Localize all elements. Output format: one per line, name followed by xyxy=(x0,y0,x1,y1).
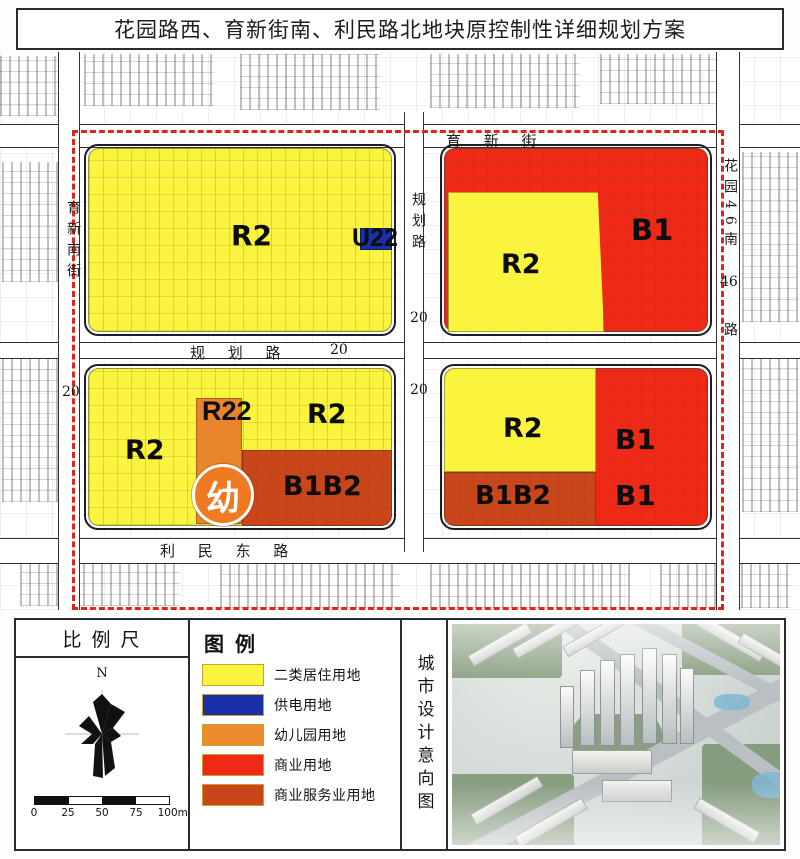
legend-label-u22: 供电用地 xyxy=(274,698,332,714)
road-guihua-mid xyxy=(0,342,800,359)
map-canvas[interactable]: R2 U22 B1 R2 R2 R2 R22 B1B2 幼 xyxy=(0,52,800,610)
render-image-panel[interactable] xyxy=(446,620,784,849)
parcel-label-sw-r2: R2 xyxy=(125,435,165,466)
parcel-label-nw-u22: U22 xyxy=(352,224,398,252)
legend-item-u22[interactable]: 供电用地 xyxy=(202,694,376,716)
legend-swatch-r2 xyxy=(202,664,264,686)
parcel-label-sw-r2b: R2 xyxy=(307,399,347,430)
page-title-bar: 花园路西、育新街南、利民路北地块原控制性详细规划方案 xyxy=(16,8,784,50)
street-label-huayuan-46-road: 路 xyxy=(722,322,738,343)
parcel-label-se-b1a: B1 xyxy=(615,423,656,456)
road-huayuan-46-south xyxy=(716,52,740,610)
context-buildings-w2 xyxy=(2,352,60,502)
scale-tick-100: 100m xyxy=(157,807,188,819)
parcel-label-se-b1b: B1 xyxy=(615,479,656,512)
legend-swatch-commercial-service xyxy=(202,784,264,806)
bottom-panel-group: 比 例 尺 N xyxy=(14,618,786,851)
legend-swatch-commercial xyxy=(202,754,264,776)
road-yuxin-street xyxy=(0,124,800,148)
render-caption-panel: 城市设计意向图 xyxy=(400,620,446,849)
street-label-guihua-vertical: 规划路 xyxy=(410,192,426,255)
scale-tick-50: 50 xyxy=(95,807,109,819)
width-mark-2: 20 xyxy=(410,382,428,398)
context-buildings-n1 xyxy=(84,54,214,106)
context-buildings-s3 xyxy=(430,564,630,608)
context-buildings-n3 xyxy=(430,54,580,108)
scale-seg-3 xyxy=(102,797,136,804)
parcel-ne-r2[interactable]: R2 xyxy=(448,192,604,332)
legend-item-r2[interactable]: 二类居住用地 xyxy=(202,664,376,686)
kindergarten-symbol[interactable]: 幼 xyxy=(192,464,254,526)
scale-tick-labels: 0 25 50 75 100m xyxy=(30,807,188,823)
street-label-huayuan-46-south: 花园46南 xyxy=(722,158,738,253)
scale-seg-4 xyxy=(135,797,169,804)
render-caption: 城市设计意向图 xyxy=(413,654,434,815)
legend-item-kindergarten[interactable]: 幼儿园用地 xyxy=(202,724,376,746)
context-buildings-n2 xyxy=(240,54,380,110)
parcel-nw-r2[interactable]: R2 xyxy=(88,148,392,332)
context-buildings-n4 xyxy=(600,54,720,104)
context-buildings-e2 xyxy=(742,352,798,512)
compass-rose: N xyxy=(16,666,188,786)
context-buildings-s2 xyxy=(220,564,400,608)
width-mark-4: 20 xyxy=(330,342,348,358)
legend-item-commercial-service[interactable]: 商业服务业用地 xyxy=(202,784,376,806)
parcel-label-ne-b1: B1 xyxy=(631,213,674,247)
kindergarten-glyph: 幼 xyxy=(206,478,240,519)
context-buildings-nw xyxy=(0,56,66,116)
road-guihua-vertical xyxy=(404,112,424,552)
scale-bar-segments xyxy=(34,796,170,805)
width-mark-1: 20 xyxy=(410,310,428,326)
legend-label-r2: 二类居住用地 xyxy=(274,668,361,684)
legend-item-commercial[interactable]: 商业用地 xyxy=(202,754,376,776)
parcel-label-sw-r22: R22 xyxy=(202,396,252,426)
parcel-nw-u22[interactable] xyxy=(360,228,392,250)
parcel-se-r2[interactable]: R2 xyxy=(444,368,596,472)
north-letter: N xyxy=(96,666,108,681)
parcel-label-nw-r2: R2 xyxy=(231,219,273,252)
legend-swatch-kindergarten xyxy=(202,724,264,746)
legend-label-kindergarten: 幼儿园用地 xyxy=(274,728,347,744)
context-buildings-e1 xyxy=(742,152,798,322)
aerial-rendering xyxy=(452,624,780,845)
scale-panel: 比 例 尺 N xyxy=(16,620,188,849)
legend-panel: 图 例 二类居住用地 供电用地 幼儿园用地 商业用地 xyxy=(188,620,400,849)
scale-tick-0: 0 xyxy=(30,807,38,819)
parcel-label-sw-b1b2: B1B2 xyxy=(283,471,362,502)
parcel-label-se-b1b2: B1B2 xyxy=(475,481,551,511)
legend-swatch-u22 xyxy=(202,694,264,716)
street-label-yuxin-street: 育 新 街 xyxy=(446,132,546,150)
context-buildings-w1 xyxy=(2,162,60,282)
road-yuxin-south-street xyxy=(58,52,80,610)
legend-items: 二类居住用地 供电用地 幼儿园用地 商业用地 商业服务业用地 xyxy=(202,664,376,806)
compass-needle-icon xyxy=(65,690,139,778)
legend-label-commercial-service: 商业服务业用地 xyxy=(274,788,376,804)
render-haze-overlay xyxy=(452,624,780,845)
width-mark-3: 20 xyxy=(62,384,80,400)
scale-seg-1 xyxy=(35,797,69,804)
scale-bar: 0 25 50 75 100m xyxy=(30,796,188,823)
scale-seg-2 xyxy=(68,797,102,804)
page-title: 花园路西、育新街南、利民路北地块原控制性详细规划方案 xyxy=(114,18,686,42)
scale-panel-heading: 比 例 尺 xyxy=(16,620,188,658)
street-label-guihua-mid: 规 划 路 xyxy=(190,344,290,362)
road-limin-east xyxy=(0,538,800,564)
scale-tick-25: 25 xyxy=(61,807,75,819)
parcel-se-b1b2[interactable]: B1B2 xyxy=(444,472,596,526)
width-mark-46: 46 xyxy=(720,274,738,290)
parcel-label-ne-r2: R2 xyxy=(501,249,541,280)
street-label-yuxin-south-street: 育新南街 xyxy=(65,200,81,284)
parcel-label-se-r2: R2 xyxy=(503,413,543,444)
context-buildings-s1 xyxy=(20,562,180,606)
street-label-limin-east: 利 民 东 路 xyxy=(160,542,298,560)
parcel-sw-b1b2[interactable]: B1B2 xyxy=(242,450,392,526)
scale-tick-75: 75 xyxy=(129,807,143,819)
legend-label-commercial: 商业用地 xyxy=(274,758,332,774)
legend-heading: 图 例 xyxy=(204,632,257,656)
